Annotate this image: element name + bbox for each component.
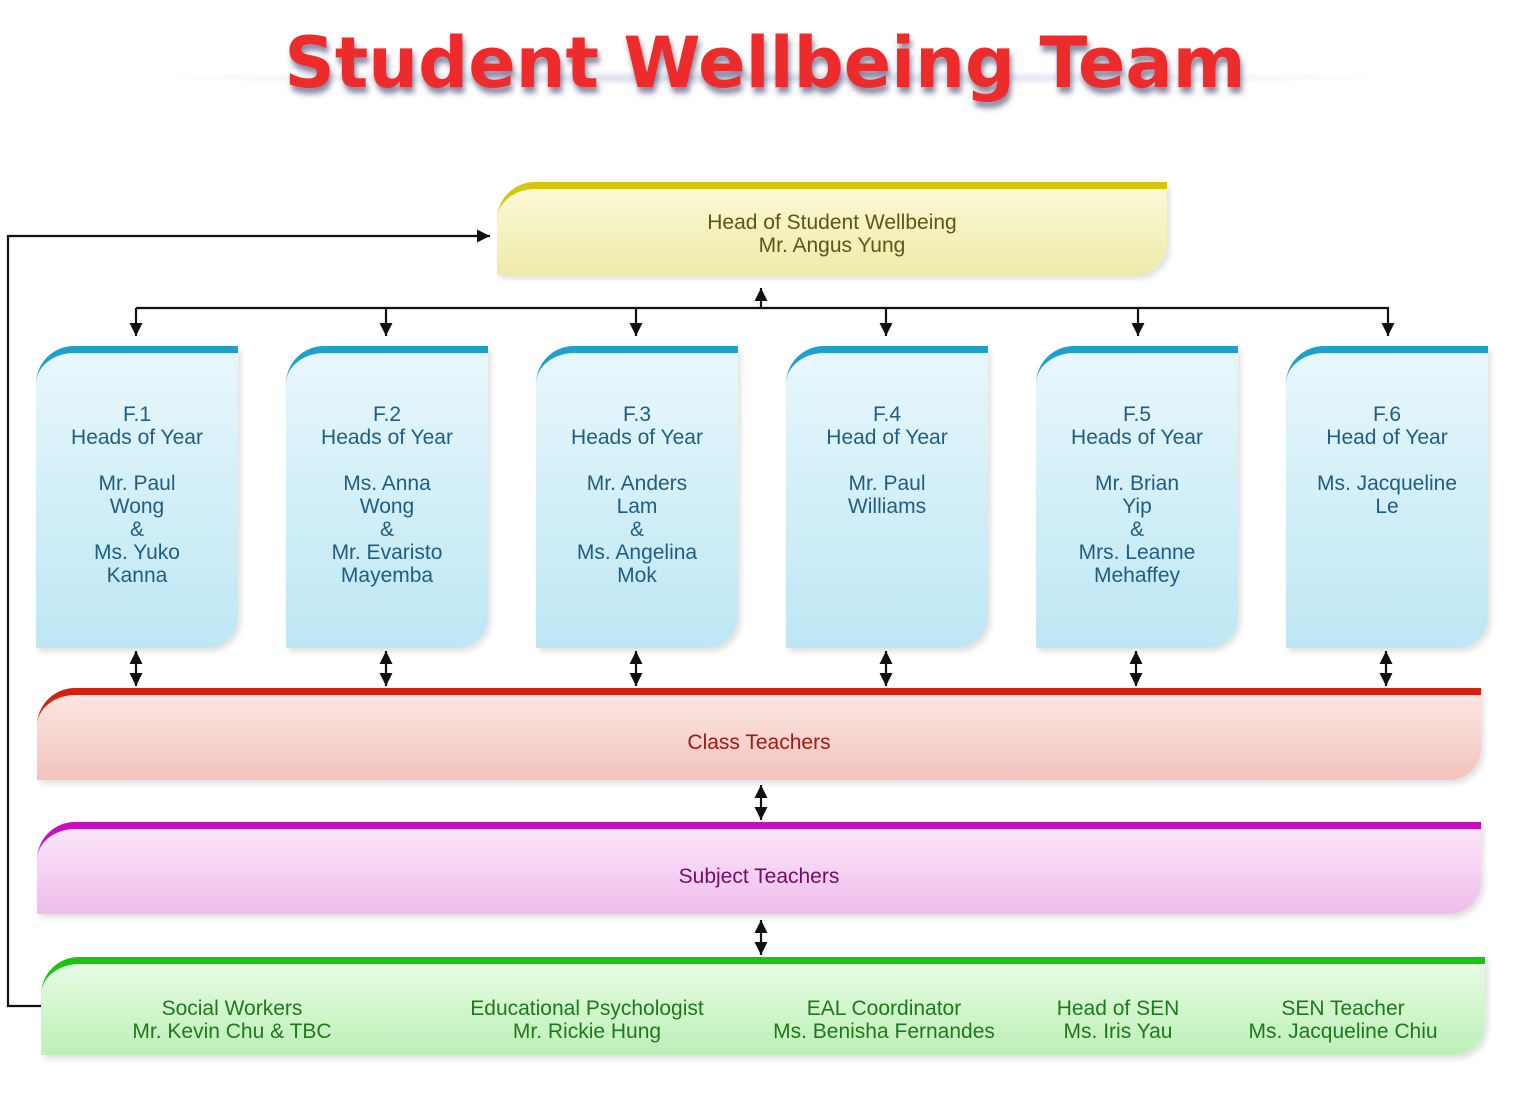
support-eal-coordinator: EAL Coordinator Ms. Benisha Fernandes: [773, 997, 995, 1043]
head-role: Head of Student Wellbeing: [707, 211, 957, 234]
support-sen-teacher: SEN Teacher Ms. Jacqueline Chiu: [1248, 997, 1437, 1043]
year-box-f6: F.6 Head of Year Ms. Jacqueline Le: [1286, 346, 1488, 648]
support-name: Ms. Jacqueline Chiu: [1248, 1020, 1438, 1043]
page-title: Student Wellbeing Team: [284, 22, 1246, 104]
year-name-line: Ms. Yuko: [94, 541, 180, 564]
year-name-line: Wong: [359, 495, 415, 518]
support-name: Mr. Rickie Hung: [512, 1020, 662, 1043]
support-name: Ms. Benisha Fernandes: [773, 1020, 995, 1043]
support-educational-psychologist: Educational Psychologist Mr. Rickie Hung: [470, 997, 703, 1043]
year-name-line: &: [379, 518, 394, 541]
year-name-line: Le: [1375, 495, 1399, 518]
year-name-line: Williams: [847, 495, 927, 518]
support-role: SEN Teacher: [1281, 997, 1405, 1020]
year-name-line: Wong: [109, 495, 165, 518]
year-name-line: Mr. Evaristo: [331, 541, 443, 564]
year-box-f2: F.2 Heads of Year Ms. Anna Wong & Mr. Ev…: [286, 346, 488, 648]
year-name-line: Mr. Brian: [1094, 472, 1180, 495]
support-role: Head of SEN: [1056, 997, 1180, 1020]
year-name-line: Kanna: [106, 564, 168, 587]
year-role: Heads of Year: [321, 426, 453, 449]
year-form: F.4: [872, 403, 901, 426]
support-staff-box: Social Workers Mr. Kevin Chu & TBC Educa…: [41, 957, 1485, 1055]
year-role: Head of Year: [1326, 426, 1448, 449]
year-name-line: Yip: [1122, 495, 1152, 518]
head-of-wellbeing-box: Head of Student Wellbeing Mr. Angus Yung: [497, 182, 1167, 275]
feedback-loop-line: [6, 229, 490, 1008]
support-head-of-sen: Head of SEN Ms. Iris Yau: [1057, 997, 1180, 1043]
support-name: Mr. Kevin Chu & TBC: [132, 1020, 332, 1043]
year-role: Heads of Year: [71, 426, 203, 449]
year-name-line: Ms. Angelina: [576, 541, 698, 564]
year-name-line: Ms. Jacqueline: [1316, 472, 1458, 495]
year-name-line: Mr. Paul: [98, 472, 176, 495]
year-name-line: &: [1129, 518, 1144, 541]
year-form: F.6: [1372, 403, 1401, 426]
year-box-f3: F.3 Heads of Year Mr. Anders Lam & Ms. A…: [536, 346, 738, 648]
year-box-f5: F.5 Heads of Year Mr. Brian Yip & Mrs. L…: [1036, 346, 1238, 648]
class-teachers-label: Class Teachers: [687, 731, 831, 754]
year-name-line: Ms. Anna: [343, 472, 431, 495]
year-form: F.3: [622, 403, 651, 426]
year-name-line: Mr. Anders: [586, 472, 688, 495]
year-name-line: Mrs. Leanne: [1078, 541, 1196, 564]
class-teachers-box: Class Teachers: [37, 688, 1481, 780]
title-glow: [140, 70, 1400, 86]
year-form: F.1: [122, 403, 151, 426]
year-role: Heads of Year: [571, 426, 703, 449]
year-name-line: &: [129, 518, 144, 541]
subject-teachers-box: Subject Teachers: [37, 822, 1481, 914]
year-name-line: Lam: [616, 495, 658, 518]
year-box-f1: F.1 Heads of Year Mr. Paul Wong & Ms. Yu…: [36, 346, 238, 648]
year-form: F.5: [1122, 403, 1151, 426]
subject-teachers-label: Subject Teachers: [678, 865, 840, 888]
year-box-f4: F.4 Head of Year Mr. Paul Williams: [786, 346, 988, 648]
head-name: Mr. Angus Yung: [758, 234, 906, 257]
year-name-line: Mehaffey: [1094, 564, 1180, 587]
year-name-line: Mayemba: [340, 564, 434, 587]
year-form: F.2: [372, 403, 401, 426]
year-name-line: Mr. Paul: [848, 472, 926, 495]
support-social-workers: Social Workers Mr. Kevin Chu & TBC: [132, 997, 331, 1043]
support-role: EAL Coordinator: [806, 997, 962, 1020]
year-role: Heads of Year: [1071, 426, 1203, 449]
support-role: Educational Psychologist: [470, 997, 704, 1020]
support-name: Ms. Iris Yau: [1063, 1020, 1173, 1043]
year-name-line: Mok: [617, 564, 657, 587]
year-role: Head of Year: [826, 426, 948, 449]
support-role: Social Workers: [161, 997, 303, 1020]
year-name-line: &: [629, 518, 644, 541]
